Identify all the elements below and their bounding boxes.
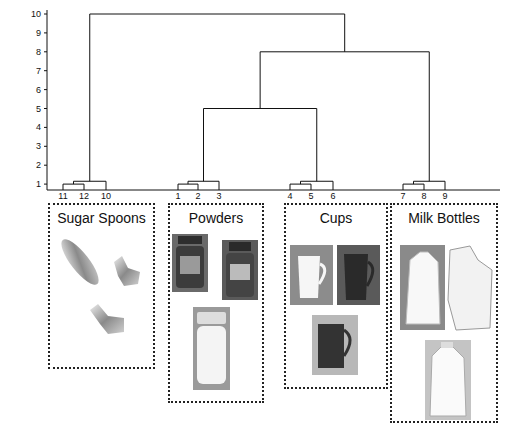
dendrogram-branch	[63, 184, 64, 190]
axis-tick-label: 9	[36, 28, 41, 38]
milk-bottle-image	[400, 245, 492, 420]
dendrogram-branch	[290, 184, 291, 190]
spoon-image	[114, 256, 140, 286]
dendrogram-branch	[333, 181, 334, 190]
leaf-number: 1	[175, 191, 180, 201]
cluster-title-row: Milk Bottles	[392, 210, 496, 226]
cluster-box: Cups	[284, 203, 388, 389]
powder-image	[178, 236, 202, 244]
dendrogram-branch	[316, 109, 317, 182]
cluster-box: Sugar Spoons	[48, 203, 155, 369]
leaf-number: 6	[330, 191, 335, 201]
milk-bottle-image	[441, 342, 453, 348]
dendrogram-branch	[344, 14, 345, 52]
cluster-title: Sugar Spoons	[57, 210, 146, 226]
cluster-title: Milk Bottles	[408, 210, 480, 226]
milk-bottle-image	[430, 346, 466, 416]
axis-tick-label: 3	[36, 141, 41, 151]
leaf-number: 12	[79, 191, 89, 201]
cluster-title: Cups	[320, 210, 353, 226]
cluster-title-row: Sugar Spoons	[50, 210, 153, 226]
powder-image	[180, 256, 200, 274]
cup-image	[344, 330, 350, 356]
dendrogram-branch	[403, 184, 404, 190]
milk-bottle-image	[400, 245, 445, 330]
axis-tick	[44, 184, 47, 185]
milk-bottle-image	[448, 246, 492, 330]
cluster-title-row: Cups	[286, 210, 386, 226]
powder-image	[197, 312, 226, 324]
powder-image	[197, 326, 226, 384]
dendrogram-branch	[84, 184, 85, 190]
leaf-number: 9	[442, 191, 447, 201]
cup-image	[290, 245, 333, 305]
dendrogram-branch	[260, 52, 261, 109]
dendrogram-branch	[178, 184, 179, 190]
powder-image	[226, 253, 254, 297]
x-axis	[47, 190, 500, 191]
cup-image	[312, 315, 358, 375]
axis-tick-label: 5	[36, 104, 41, 114]
spoon-image	[56, 234, 105, 289]
axis-tick	[44, 127, 47, 128]
axis-tick	[44, 89, 47, 90]
cup-image	[337, 245, 380, 305]
leaf-number: 3	[216, 191, 221, 201]
dendrogram-branch	[106, 181, 107, 190]
milk-bottle-image	[406, 252, 440, 324]
cluster-title-row: Powders	[170, 210, 262, 226]
milk-bottle-image	[425, 340, 471, 420]
powder-image	[230, 264, 250, 280]
cup-image	[319, 264, 325, 284]
y-axis	[47, 10, 48, 190]
axis-tick-label: 1	[36, 179, 41, 189]
cup-image	[367, 262, 373, 286]
leaf-number: 5	[308, 191, 313, 201]
dendrogram-branch	[89, 14, 90, 181]
axis-tick	[44, 14, 47, 15]
spoon-image	[90, 304, 124, 334]
dendrogram-branch	[311, 184, 312, 190]
dendrogram-branch	[445, 181, 446, 190]
powder-image	[172, 234, 208, 292]
leaf-number: 8	[421, 191, 426, 201]
dendrogram-branch	[219, 181, 220, 190]
powder-image	[193, 307, 230, 390]
powder-image	[222, 240, 258, 300]
cup-image	[344, 254, 368, 300]
dendrogram-branch	[429, 52, 430, 181]
cluster-box: Milk Bottles	[390, 203, 498, 423]
axis-tick-label: 7	[36, 66, 41, 76]
cup-image	[318, 324, 344, 368]
dendrogram-branch	[424, 184, 425, 190]
dendrogram-branch	[90, 14, 345, 15]
cup-image	[298, 256, 320, 298]
axis-tick	[44, 108, 47, 109]
leaf-number: 2	[195, 191, 200, 201]
cluster-box: Powders	[168, 203, 264, 403]
axis-tick	[44, 70, 47, 71]
axis-tick-label: 6	[36, 85, 41, 95]
cup-image	[290, 245, 380, 375]
powder-image	[172, 234, 258, 390]
axis-tick	[44, 51, 47, 52]
axis-tick-label: 2	[36, 160, 41, 170]
axis-tick	[44, 146, 47, 147]
leaf-number: 4	[287, 191, 292, 201]
spoon-image	[56, 234, 140, 334]
axis-tick	[44, 32, 47, 33]
axis-tick-label: 8	[36, 47, 41, 57]
cluster-title: Powders	[189, 210, 243, 226]
powder-image	[229, 242, 251, 251]
axis-tick	[44, 165, 47, 166]
leaf-number: 11	[58, 191, 67, 201]
dendrogram-branch	[198, 184, 199, 190]
powder-image	[176, 246, 204, 288]
axis-tick-label: 10	[31, 9, 41, 19]
dendrogram-branch	[203, 109, 204, 182]
leaf-number: 10	[101, 191, 111, 201]
axis-tick-label: 4	[36, 122, 41, 132]
leaf-number: 7	[400, 191, 405, 201]
